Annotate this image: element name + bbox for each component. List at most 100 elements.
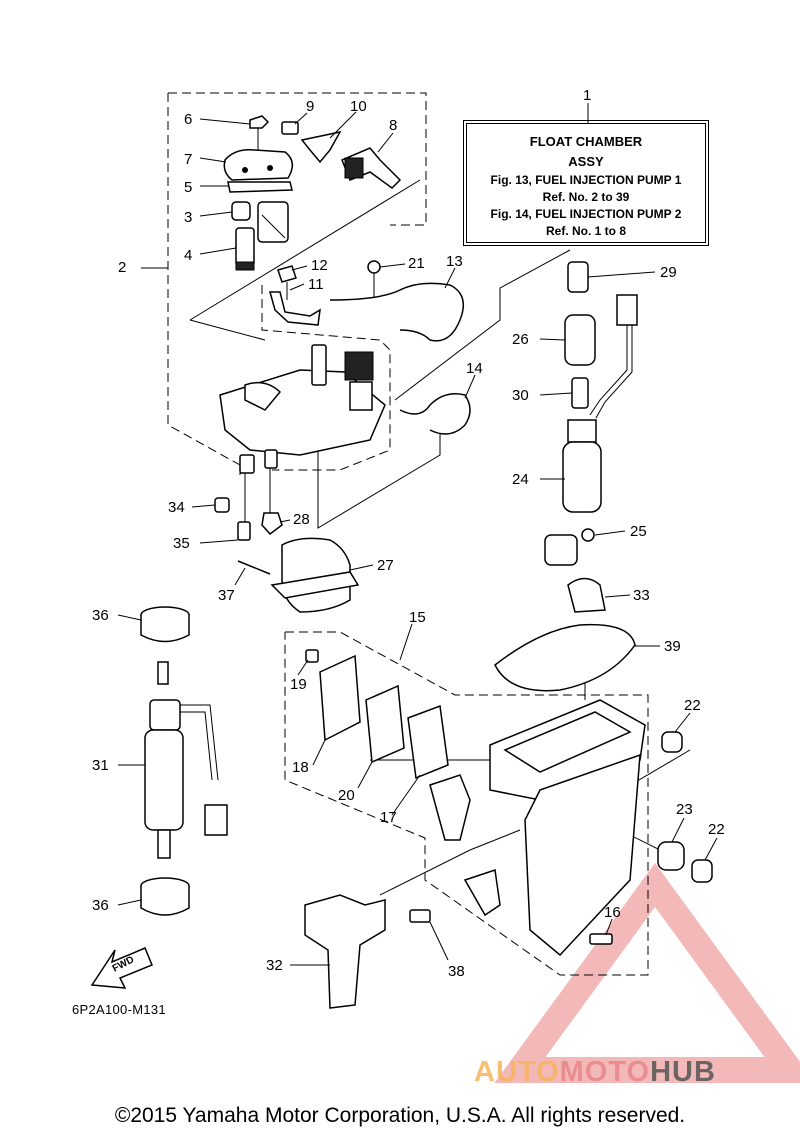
ref-title-line1: FLOAT CHAMBER: [529, 134, 643, 149]
part-34-screw: [214, 497, 230, 513]
part-2-pump-body: [219, 344, 386, 474]
ref-line4: Ref. No. 2 to 39: [542, 190, 630, 204]
callout-8: 8: [389, 117, 397, 134]
callout-28: 28: [293, 511, 310, 528]
part-13-hose: [329, 282, 465, 342]
callout-12: 12: [311, 257, 328, 274]
part-4-sleeve: [235, 227, 255, 271]
callout-7: 7: [184, 151, 192, 168]
part-30-joint: [571, 377, 589, 409]
callout-37: 37: [218, 587, 235, 604]
leader-lines: [117, 103, 718, 966]
part-25-holder: [544, 528, 595, 566]
callout-2: 2: [118, 259, 126, 276]
ref-title-line2: ASSY: [568, 154, 604, 169]
part-12-screw: [277, 265, 297, 300]
ref-line5: Fig. 14, FUEL INJECTION PUMP 2: [490, 207, 682, 221]
callout-17: 17: [380, 809, 397, 826]
part-11-fitting: [269, 291, 321, 326]
part-23-damper: [657, 841, 685, 871]
part-36-ring-top: [140, 606, 190, 643]
callout-33: 33: [633, 587, 650, 604]
callout-29: 29: [660, 264, 677, 281]
ref-line3: Fig. 13, FUEL INJECTION PUMP 1: [490, 173, 682, 187]
callout-11: 11: [308, 276, 324, 293]
part-24-pump: [562, 419, 602, 513]
copyright-notice: ©2015 Yamaha Motor Corporation, U.S.A. A…: [114, 1104, 686, 1127]
part-32-bracket: [304, 894, 386, 1009]
callout-1: 1: [583, 87, 591, 104]
ref-line6: Ref. No. 1 to 8: [545, 224, 626, 238]
part-20-gasket: [365, 684, 405, 764]
part-16-screw: [589, 933, 613, 945]
callout-6: 6: [184, 111, 192, 128]
callout-18: 18: [292, 759, 309, 776]
part-19-screw: [305, 649, 319, 663]
callout-4: 4: [184, 247, 192, 264]
part-39-seal: [494, 623, 636, 692]
callout-38: 38: [448, 963, 465, 980]
part-38-screw: [409, 909, 431, 923]
part-37-pin: [237, 560, 271, 575]
part-8-injector: [341, 147, 402, 189]
callout-25: 25: [630, 523, 647, 540]
callout-21: 21: [408, 255, 425, 272]
diagram-code: 6P2A100-M131: [72, 1002, 166, 1017]
callout-36-bottom: 36: [92, 897, 109, 914]
callout-3: 3: [184, 209, 192, 226]
part-harness: [589, 294, 638, 419]
callout-24: 24: [512, 471, 529, 488]
part-22-grommet-top: [661, 731, 683, 753]
part-36-ring-bottom: [140, 877, 190, 916]
fwd-arrow-icon: [90, 947, 153, 989]
part-7-cover: [223, 148, 294, 181]
watermark-hub: HUB: [650, 1056, 716, 1088]
callout-9: 9: [306, 98, 314, 115]
part-14-hose: [399, 393, 471, 435]
part-6-screw: [249, 115, 270, 150]
part-35-screw: [237, 521, 251, 541]
part-17-gasket: [407, 704, 449, 780]
callout-20: 20: [338, 787, 355, 804]
watermark-logo: AUTOMOTOHUB: [474, 1056, 716, 1089]
callout-numbers: 1 2 3 4 5 6 7 8 9 10 11 12 13 14 15 16 1…: [92, 87, 725, 980]
callout-23: 23: [676, 801, 693, 818]
callout-13: 13: [446, 253, 463, 270]
callout-35: 35: [173, 535, 190, 552]
watermark-moto: MOTO: [559, 1056, 651, 1088]
callout-30: 30: [512, 387, 529, 404]
callout-26: 26: [512, 331, 529, 348]
callout-22-bottom: 22: [708, 821, 725, 838]
part-29-grommet: [567, 261, 589, 293]
part-33-damper: [567, 577, 606, 613]
watermark-auto: AUTO: [474, 1056, 560, 1088]
callout-10: 10: [350, 98, 367, 115]
part-15-chamber: [429, 699, 646, 957]
reference-box: FLOAT CHAMBER ASSY Fig. 13, FUEL INJECTI…: [463, 120, 709, 246]
callout-27: 27: [377, 557, 394, 574]
callout-5: 5: [184, 179, 192, 196]
part-31-pump: [144, 661, 228, 859]
callout-36-top: 36: [92, 607, 109, 624]
callout-34: 34: [168, 499, 185, 516]
part-22-grommet-bottom: [691, 859, 713, 883]
group-boundaries: [167, 92, 649, 976]
callout-15: 15: [409, 609, 426, 626]
callout-16: 16: [604, 904, 621, 921]
callout-19: 19: [290, 676, 307, 693]
callout-31: 31: [92, 757, 109, 774]
callout-39: 39: [664, 638, 681, 655]
part-10-clip: [300, 130, 342, 164]
watermark-triangle: [494, 862, 800, 1083]
part-26-filter: [564, 314, 596, 366]
part-18-plate: [319, 654, 361, 742]
callout-32: 32: [266, 957, 283, 974]
part-27-cover: [270, 537, 360, 613]
part-28-nipple: [261, 512, 283, 536]
part-3-bracket: [231, 201, 289, 243]
callout-14: 14: [466, 360, 483, 377]
part-5-gasket: [227, 181, 293, 193]
callout-22-top: 22: [684, 697, 701, 714]
part-9-screw: [281, 121, 299, 135]
